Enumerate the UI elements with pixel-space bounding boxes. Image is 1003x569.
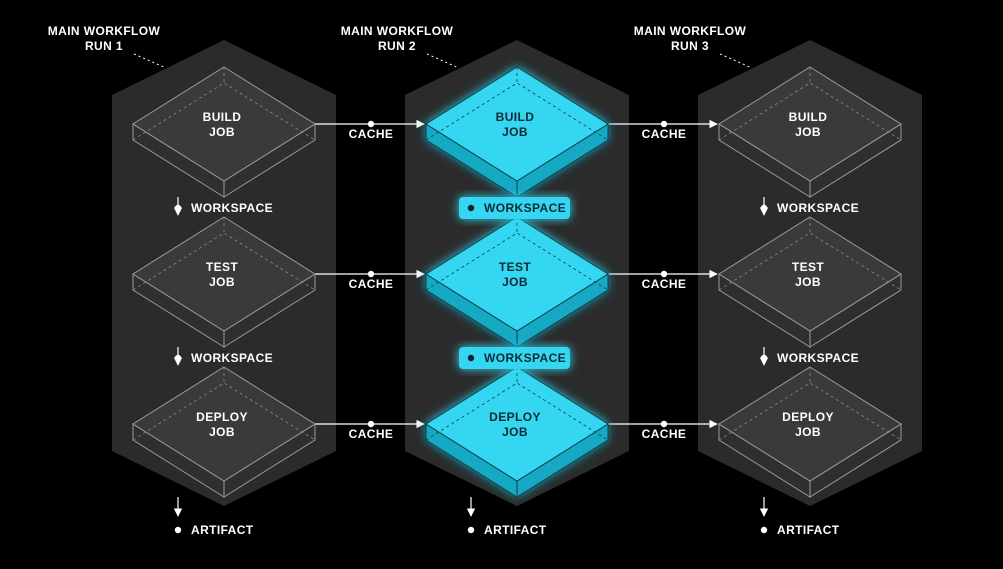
job-node: [718, 216, 902, 348]
artifact-dot: [467, 526, 475, 534]
cache-label: CACHE: [642, 427, 687, 441]
job-node: [132, 366, 316, 498]
job-top-face: [132, 66, 316, 182]
job-top-face: [425, 366, 609, 482]
job-node: [132, 216, 316, 348]
job-top-face: [718, 216, 902, 332]
run-title-line2: RUN 1: [85, 39, 123, 53]
job-top-face: [132, 216, 316, 332]
job-node: [425, 66, 609, 198]
job-label-line2: JOB: [502, 275, 528, 289]
job-top-face: [425, 66, 609, 182]
job-label-line1: DEPLOY: [196, 410, 248, 424]
artifact-dot: [174, 526, 182, 534]
run-title-line1: MAIN WORKFLOW: [341, 24, 454, 38]
workspace-dot: [174, 354, 182, 362]
cache-label: CACHE: [642, 277, 687, 291]
job-label-line2: JOB: [502, 425, 528, 439]
job-label-line1: TEST: [499, 260, 532, 274]
run-title-leader: [719, 53, 753, 69]
workspace-label: WORKSPACE: [777, 201, 859, 215]
job-node: [425, 366, 609, 498]
cache-dot: [367, 420, 375, 428]
run-title-line1: MAIN WORKFLOW: [634, 24, 747, 38]
job-label-line1: BUILD: [789, 110, 828, 124]
workspace-label: WORKSPACE: [777, 351, 859, 365]
job-label-line2: JOB: [795, 425, 821, 439]
job-label-line1: BUILD: [496, 110, 535, 124]
job-label-line1: TEST: [206, 260, 239, 274]
workspace-label-badge: [459, 197, 570, 219]
job-top-face: [718, 66, 902, 182]
job-top-face: [425, 216, 609, 332]
workspace-label-badge: [459, 347, 570, 369]
artifact-label: ARTIFACT: [777, 523, 840, 537]
job-label-line2: JOB: [795, 275, 821, 289]
job-top-face: [718, 366, 902, 482]
job-top-face: [132, 366, 316, 482]
cache-label: CACHE: [349, 277, 394, 291]
job-node: [718, 66, 902, 198]
workspace-label: WORKSPACE: [484, 351, 566, 365]
workspace-dot: [760, 354, 768, 362]
job-label-line1: BUILD: [203, 110, 242, 124]
run-title-line2: RUN 3: [671, 39, 709, 53]
workspace-dot: [467, 204, 475, 212]
workspace-dot: [467, 354, 475, 362]
artifact-dot: [760, 526, 768, 534]
job-label-line2: JOB: [209, 125, 235, 139]
job-label-line1: DEPLOY: [489, 410, 541, 424]
cache-label: CACHE: [642, 127, 687, 141]
job-node: [718, 366, 902, 498]
run-title-leader: [426, 53, 460, 69]
cache-dot: [660, 270, 668, 278]
workspace-label: WORKSPACE: [191, 351, 273, 365]
cache-label: CACHE: [349, 127, 394, 141]
run-title-line2: RUN 2: [378, 39, 416, 53]
cache-dot: [367, 120, 375, 128]
job-node: [425, 216, 609, 348]
job-node: [132, 66, 316, 198]
cache-dot: [660, 420, 668, 428]
run-title-line1: MAIN WORKFLOW: [48, 24, 161, 38]
job-label-line2: JOB: [209, 275, 235, 289]
workspace-label: WORKSPACE: [191, 201, 273, 215]
job-label-line1: DEPLOY: [782, 410, 834, 424]
job-label-line1: TEST: [792, 260, 825, 274]
artifact-label: ARTIFACT: [191, 523, 254, 537]
workspace-dot: [174, 204, 182, 212]
cache-dot: [367, 270, 375, 278]
cache-dot: [660, 120, 668, 128]
run-title-leader: [133, 53, 167, 69]
job-label-line2: JOB: [795, 125, 821, 139]
job-label-line2: JOB: [209, 425, 235, 439]
cache-label: CACHE: [349, 427, 394, 441]
artifact-label: ARTIFACT: [484, 523, 547, 537]
workspace-dot: [760, 204, 768, 212]
workspace-label: WORKSPACE: [484, 201, 566, 215]
job-label-line2: JOB: [502, 125, 528, 139]
